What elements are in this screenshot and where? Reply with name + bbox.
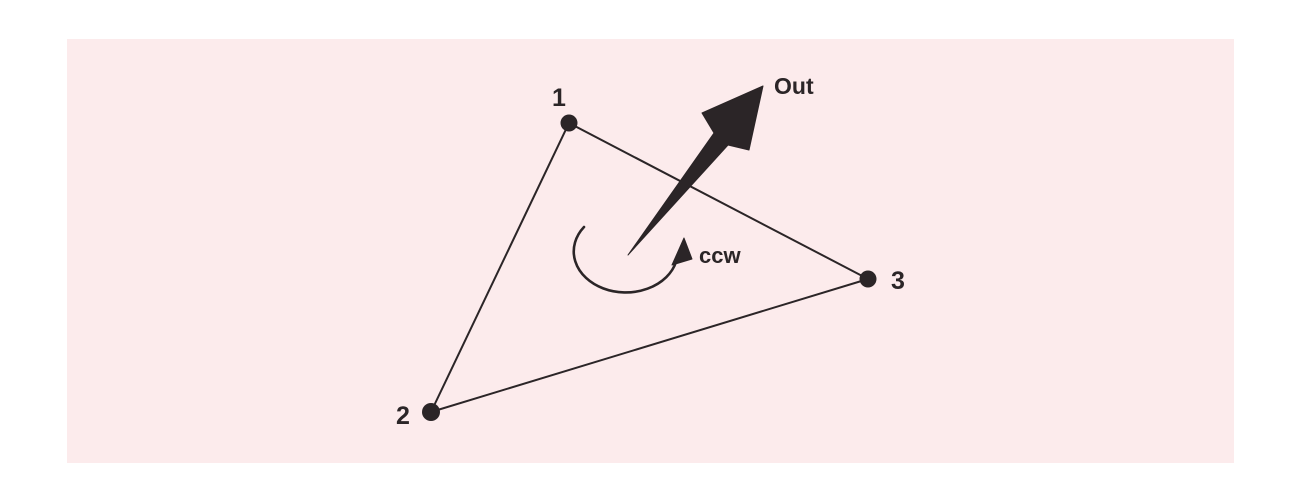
ccw-rotation-label: ccw [699, 243, 741, 268]
out-normal-arrow [627, 85, 764, 256]
out-arrow-label: Out [774, 73, 814, 99]
edge-vertex2-vertex3 [430, 278, 869, 413]
ccw-arrowhead [671, 237, 693, 266]
diagram-panel [67, 39, 1234, 463]
ccw-rotation-arc [572, 225, 678, 294]
vertex3-dot [859, 270, 877, 288]
vertex2-dot [422, 403, 440, 421]
vertex3-label: 3 [891, 267, 905, 295]
vertex2-label: 2 [396, 402, 410, 430]
edge-vertex1-vertex3 [568, 122, 869, 280]
vertex1-dot [560, 114, 578, 132]
edge-vertex1-vertex2 [430, 122, 570, 413]
vertex1-label: 1 [552, 84, 566, 112]
